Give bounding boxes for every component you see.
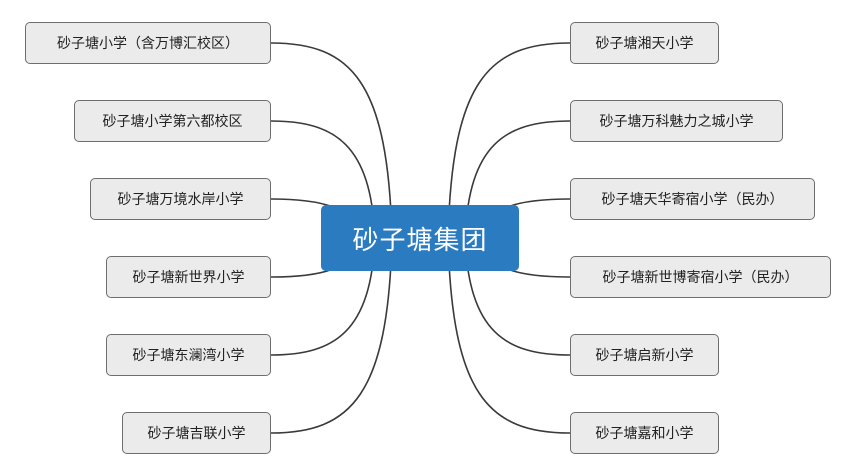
central-topic[interactable]: 砂子塘集团 — [321, 205, 519, 271]
left-node-4[interactable]: 砂子塘新世界小学 — [106, 256, 271, 298]
left-node-3[interactable]: 砂子塘万境水岸小学 — [90, 178, 271, 220]
right-node-2[interactable]: 砂子塘万科魅力之城小学 — [570, 100, 783, 142]
connector-left-1 — [270, 42, 393, 239]
right-node-1[interactable]: 砂子塘湘天小学 — [570, 22, 719, 64]
left-node-1[interactable]: 砂子塘小学（含万博汇校区） — [25, 22, 271, 64]
connector-right-6 — [447, 237, 571, 434]
connector-right-1 — [447, 42, 571, 239]
right-node-6[interactable]: 砂子塘嘉和小学 — [570, 412, 719, 454]
right-node-3[interactable]: 砂子塘天华寄宿小学（民办） — [570, 178, 815, 220]
right-node-4[interactable]: 砂子塘新世博寄宿小学（民办） — [570, 256, 831, 298]
connector-left-6 — [270, 237, 393, 434]
right-node-5[interactable]: 砂子塘启新小学 — [570, 334, 719, 376]
left-node-5[interactable]: 砂子塘东澜湾小学 — [106, 334, 271, 376]
left-node-6[interactable]: 砂子塘吉联小学 — [122, 412, 271, 454]
left-node-2[interactable]: 砂子塘小学第六都校区 — [74, 100, 271, 142]
